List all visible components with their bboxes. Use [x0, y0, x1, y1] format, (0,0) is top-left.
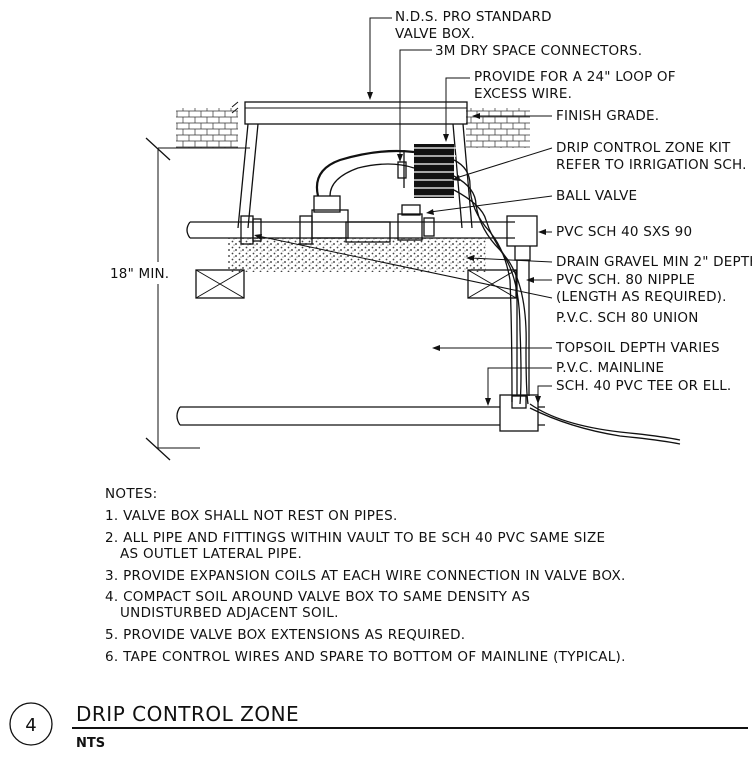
brick-support-left: [195, 269, 245, 299]
valve-box-label-1: N.D.S. PRO STANDARD: [395, 9, 552, 25]
nipple-label-2: (LENGTH AS REQUIRED).: [556, 289, 727, 305]
ball-valve-label: BALL VALVE: [556, 188, 637, 204]
wire-coils: [397, 144, 456, 198]
finish-grade-label: FINISH GRADE.: [556, 108, 659, 124]
nipple-label-1: PVC SCH. 80 NIPPLE: [556, 272, 695, 288]
loop-label-1: PROVIDE FOR A 24" LOOP OF: [474, 69, 676, 85]
pvc-sxs-label: PVC SCH 40 SXS 90: [556, 224, 692, 240]
title-block: 4 DRIP CONTROL ZONE NTS: [9, 702, 748, 751]
note-2a: 2. ALL PIPE AND FITTINGS WITHIN VAULT TO…: [105, 530, 605, 546]
union-label: P.V.C. SCH 80 UNION: [556, 310, 699, 326]
valve-box-label-2: VALVE BOX.: [395, 26, 475, 42]
drain-gravel: [228, 238, 486, 272]
drain-gravel-label: DRAIN GRAVEL MIN 2" DEPTH: [556, 254, 752, 270]
note-4b: UNDISTURBED ADJACENT SOIL.: [120, 605, 339, 621]
drip-kit-label-2: REFER TO IRRIGATION SCH.: [556, 157, 747, 173]
depth-label: 18" MIN.: [110, 266, 169, 282]
detail-scale: NTS: [76, 736, 105, 751]
note-2b: AS OUTLET LATERAL PIPE.: [120, 546, 302, 562]
pvc-elbow-riser: [506, 215, 538, 396]
detail-title: DRIP CONTROL ZONE: [76, 702, 299, 726]
notes-block: NOTES: 1. VALVE BOX SHALL NOT REST ON PI…: [105, 486, 626, 665]
note-1: 1. VALVE BOX SHALL NOT REST ON PIPES.: [105, 508, 398, 524]
loop-label-2: EXCESS WIRE.: [474, 86, 572, 102]
note-3: 3. PROVIDE EXPANSION COILS AT EACH WIRE …: [105, 568, 626, 584]
tee-label: SCH. 40 PVC TEE OR ELL.: [556, 378, 731, 394]
note-6: 6. TAPE CONTROL WIRES AND SPARE TO BOTTO…: [105, 649, 626, 665]
notes-heading: NOTES:: [105, 486, 157, 502]
finish-grade-soil: [176, 108, 530, 148]
note-5: 5. PROVIDE VALVE BOX EXTENSIONS AS REQUI…: [105, 627, 465, 643]
detail-number-circle: [9, 702, 53, 746]
mainline-label: P.V.C. MAINLINE: [556, 360, 664, 376]
drip-kit-label-1: DRIP CONTROL ZONE KIT: [556, 140, 731, 156]
drip-control-kit: [311, 195, 435, 243]
topsoil-label: TOPSOIL DEPTH VARIES: [555, 340, 720, 356]
depth-dimension: [145, 137, 250, 461]
leaders: [254, 17, 553, 406]
detail-number: 4: [25, 715, 36, 736]
pvc-mainline: [176, 394, 545, 432]
connectors-label: 3M DRY SPACE CONNECTORS.: [435, 43, 642, 59]
note-4a: 4. COMPACT SOIL AROUND VALVE BOX TO SAME…: [105, 589, 530, 605]
valve-box: [231, 101, 473, 229]
